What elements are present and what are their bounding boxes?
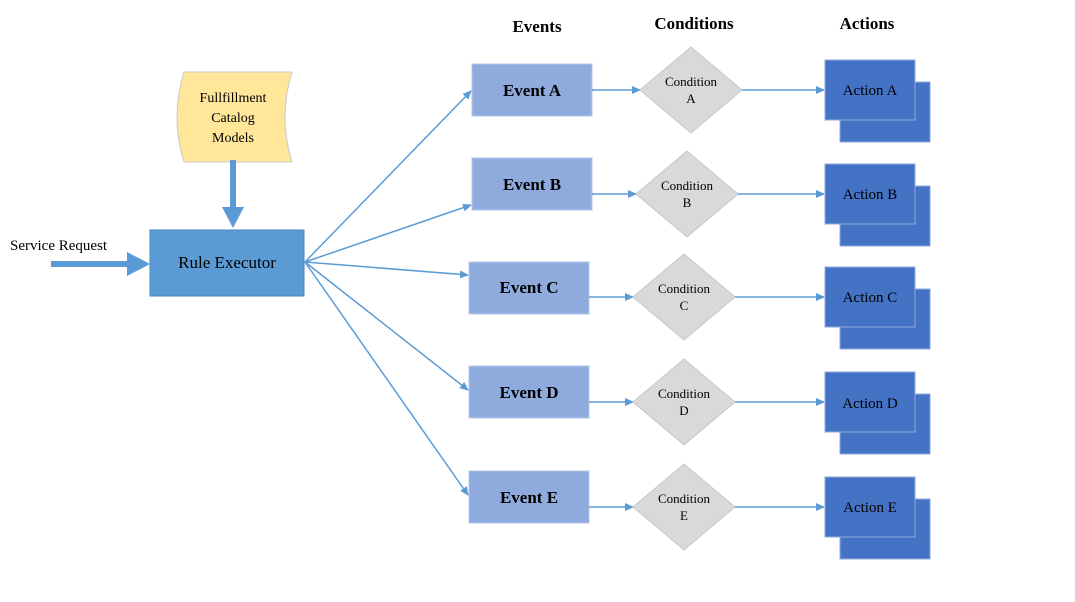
condition-b-diamond (635, 150, 739, 238)
row-d: Event D Condition D Action D (468, 358, 931, 455)
action-d-box (824, 371, 916, 433)
condition-e-line-2: E (680, 508, 688, 523)
executor-to-events-arrows (304, 90, 472, 496)
row-a: Event A Condition A Action A (471, 46, 931, 143)
action-a-box (824, 59, 916, 121)
condition-d-diamond (632, 358, 736, 446)
service-request-arrow (51, 252, 150, 276)
arrow-to-event-b (304, 203, 472, 263)
events-header: Events (512, 17, 562, 36)
catalog-line-2: Catalog (211, 111, 255, 126)
condition-c-line-2: C (680, 298, 689, 313)
action-a-label: Action A (843, 83, 898, 99)
service-request-label: Service Request (10, 238, 108, 254)
action-c-label: Action C (843, 290, 898, 306)
catalog-to-executor-arrow (222, 160, 244, 228)
action-e-label: Action E (843, 500, 897, 516)
rule-executor-label: Rule Executor (178, 253, 276, 272)
condition-c-diamond (632, 253, 736, 341)
event-d-box (468, 365, 590, 419)
event-e-label: Event E (500, 488, 558, 507)
event-c-label: Event C (499, 278, 558, 297)
condition-a-diamond (639, 46, 743, 134)
condition-e-diamond (632, 463, 736, 551)
condition-d-line-2: D (679, 403, 688, 418)
event-d-label: Event D (499, 383, 558, 402)
event-b-box (471, 157, 593, 211)
arrow-to-event-a (304, 90, 472, 263)
conditions-header: Conditions (654, 14, 734, 33)
row-c: Event C Condition C Action C (468, 253, 931, 350)
event-c-box (468, 261, 590, 315)
catalog-line-1: Fullfillment (200, 91, 267, 106)
action-b-label: Action B (843, 187, 898, 203)
condition-a-line-2: A (686, 91, 696, 106)
event-e-box (468, 470, 590, 524)
action-c-box (824, 266, 916, 328)
condition-c-line-1: Condition (658, 281, 711, 296)
condition-a-line-1: Condition (665, 74, 718, 89)
actions-header: Actions (840, 14, 895, 33)
action-e-box (824, 476, 916, 538)
arrow-to-event-d (304, 261, 469, 391)
catalog-line-3: Models (212, 131, 254, 146)
arrow-to-event-e (304, 261, 469, 496)
condition-b-line-2: B (683, 195, 692, 210)
condition-d-line-1: Condition (658, 386, 711, 401)
condition-b-line-1: Condition (661, 178, 714, 193)
event-a-label: Event A (503, 81, 562, 100)
fulfillment-catalog-models: Fullfillment Catalog Models (176, 71, 293, 163)
event-a-box (471, 63, 593, 117)
action-b-box (824, 163, 916, 225)
action-d-label: Action D (842, 396, 898, 412)
row-b: Event B Condition B Action B (471, 150, 931, 247)
condition-e-line-1: Condition (658, 491, 711, 506)
row-e: Event E Condition E Action E (468, 463, 931, 560)
event-b-label: Event B (503, 175, 561, 194)
arrow-to-event-c (304, 261, 469, 279)
rule-executor-box: Rule Executor (149, 229, 305, 297)
